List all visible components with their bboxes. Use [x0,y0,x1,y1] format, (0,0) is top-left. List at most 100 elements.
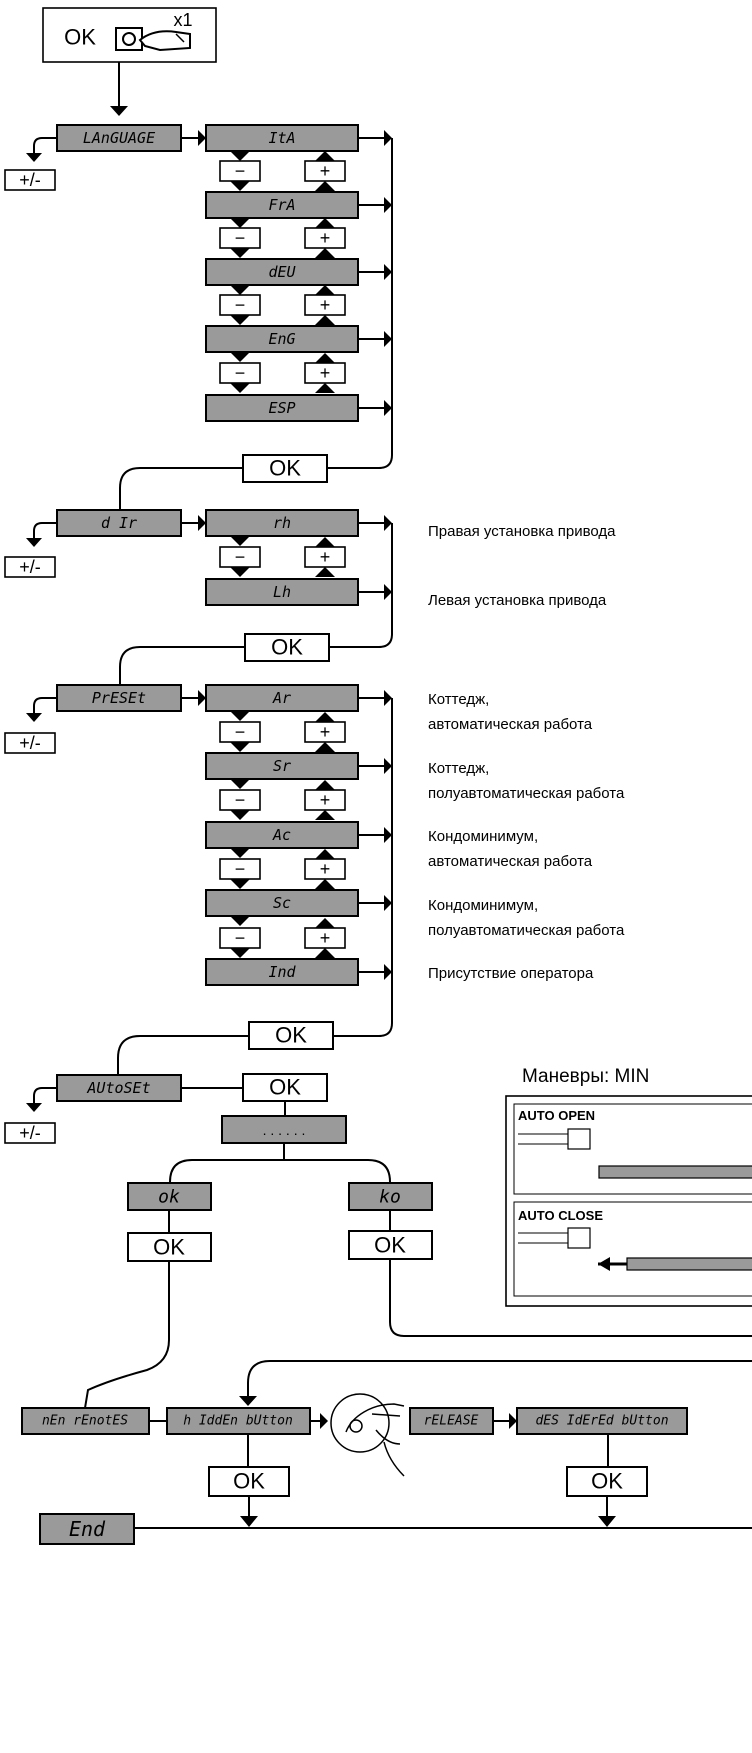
svg-text:Ac: Ac [272,826,291,844]
preset-back-arrow [26,713,42,722]
start-count-label: x1 [173,10,192,30]
svg-text:OK: OK [233,1469,265,1494]
dir-stepper: − + [219,536,346,577]
svg-text:+: + [320,722,331,742]
svg-text:nEn rEnotES: nEn rEnotES [42,1414,128,1429]
language-collector [327,130,393,469]
ko-exit-path [389,1259,752,1337]
dir-option-rh[interactable]: rh [205,509,359,537]
auto-open-motor-icon [567,1128,591,1150]
language-plusminus[interactable]: +/- [4,169,56,191]
preset-option-ind[interactable]: Ind [205,958,359,986]
svg-text:Присутствие оператора: Присутствие оператора [428,965,594,982]
language-stepper-1: − + [219,151,346,191]
preset-option-ar[interactable]: Ar [205,684,359,712]
language-label: LAnGUAGE [83,129,155,147]
language-option-esp[interactable]: ESP [205,394,359,422]
svg-text:−: − [235,722,246,742]
preset-option-sr[interactable]: Sr [205,752,359,780]
svg-text:Кондоминимум,: Кондоминимум, [428,897,538,914]
svg-text:h IddEn bUtton: h IddEn bUtton [183,1414,293,1429]
finger-press-remote-icon [330,1393,405,1477]
release-arrowhead [509,1413,517,1429]
autoset-ok-button[interactable]: OK [242,1073,328,1102]
svg-text:полуавтоматическая работа: полуавтоматическая работа [428,922,625,939]
svg-text:rELEASE: rELEASE [424,1414,479,1429]
svg-text:+/-: +/- [19,733,41,753]
svg-text:+: + [320,547,331,567]
language-stepper-3: − + [219,285,346,325]
svg-text:полуавтоматическая работа: полуавтоматическая работа [428,785,625,802]
dir-arrowhead [198,515,206,531]
dir-option-lh[interactable]: Lh [205,578,359,606]
hidden-arrowhead [320,1413,328,1429]
start-ok-label: OK [64,25,96,50]
svg-text:−: − [235,228,246,248]
language-option-ita[interactable]: ItA [205,124,359,152]
preset-option-sc[interactable]: Sc [205,889,359,917]
svg-text:PrESEt: PrESEt [92,689,146,707]
preset-stepper-4: − + [219,916,346,958]
hidden-ok-button[interactable]: OK [208,1466,290,1497]
preset-back-path [33,697,57,714]
end-display: End [39,1513,135,1545]
preset-arrowhead [198,690,206,706]
button-press-icon [115,27,191,52]
svg-text:+: + [320,928,331,948]
dir-menu[interactable]: d Ir [56,509,182,537]
result-ko-confirm-button[interactable]: OK [348,1230,433,1260]
language-option-fra[interactable]: FrA [205,191,359,219]
autoset-plusminus[interactable]: +/- [4,1122,56,1144]
preset-stepper-3: − + [219,848,346,889]
preset-stepper-1: − + [219,711,346,752]
svg-text:ok: ok [158,1187,180,1208]
language-option-deu[interactable]: dEU [205,258,359,286]
preset-plusminus[interactable]: +/- [4,732,56,754]
svg-text:автоматическая работа: автоматическая работа [428,716,593,733]
down-arrowheads [240,1516,616,1527]
autoset-branch [169,1143,391,1183]
svg-text:OK: OK [374,1233,406,1258]
svg-text:−: − [235,161,246,181]
svg-text:rh: rh [273,514,291,532]
preset-option-ac[interactable]: Ac [205,821,359,849]
svg-text:ItA: ItA [268,129,295,147]
autoset-result-ko: ko [348,1182,433,1211]
language-menu[interactable]: LAnGUAGE [56,124,182,152]
dir-ok-to-preset [119,646,245,685]
svg-text:Ar: Ar [272,689,291,707]
svg-text:−: − [235,790,246,810]
svg-text:EnG: EnG [268,330,295,348]
autoset-back-path [33,1087,57,1104]
autoset-result-ok: ok [127,1182,212,1211]
svg-text:End: End [69,1517,106,1541]
svg-text:Кондоминимум,: Кондоминимум, [428,828,538,845]
svg-text:Коттедж,: Коттедж, [428,691,489,708]
language-ok-button[interactable]: OK [242,454,328,483]
dir-desc-rh: Правая установка привода [428,523,616,540]
auto-close-gate-icon [626,1257,752,1271]
remotes-menu[interactable]: nEn rEnotES [21,1407,150,1435]
svg-text:+/-: +/- [19,1123,41,1143]
ok-to-remotes-path [84,1261,170,1409]
result-ok-confirm-button[interactable]: OK [127,1232,212,1262]
desired-button-display: dES IdErEd bUtton [516,1407,688,1435]
preset-collector [333,690,393,1037]
desired-ok-button[interactable]: OK [566,1466,648,1497]
dir-plusminus[interactable]: +/- [4,556,56,578]
dir-collector [327,515,393,648]
maneuvers-panel: Маневры: MIN AUTO OPEN AUTO CLOSE [505,1066,752,1307]
preset-descriptions: Коттедж, автоматическая работа Коттедж, … [428,691,625,982]
svg-text:−: − [235,295,246,315]
dir-desc-lh: Левая установка привода [428,592,607,609]
svg-text:−: − [235,859,246,879]
preset-ok-button[interactable]: OK [248,1021,334,1050]
svg-text:FrA: FrA [268,196,295,214]
auto-close-motor-icon [567,1227,591,1249]
autoset-menu[interactable]: AUtoSEt [56,1074,182,1102]
svg-text:OK: OK [153,1235,185,1260]
preset-menu[interactable]: PrESEt [56,684,182,712]
language-option-eng[interactable]: EnG [205,325,359,353]
dir-ok-button[interactable]: OK [244,633,330,662]
